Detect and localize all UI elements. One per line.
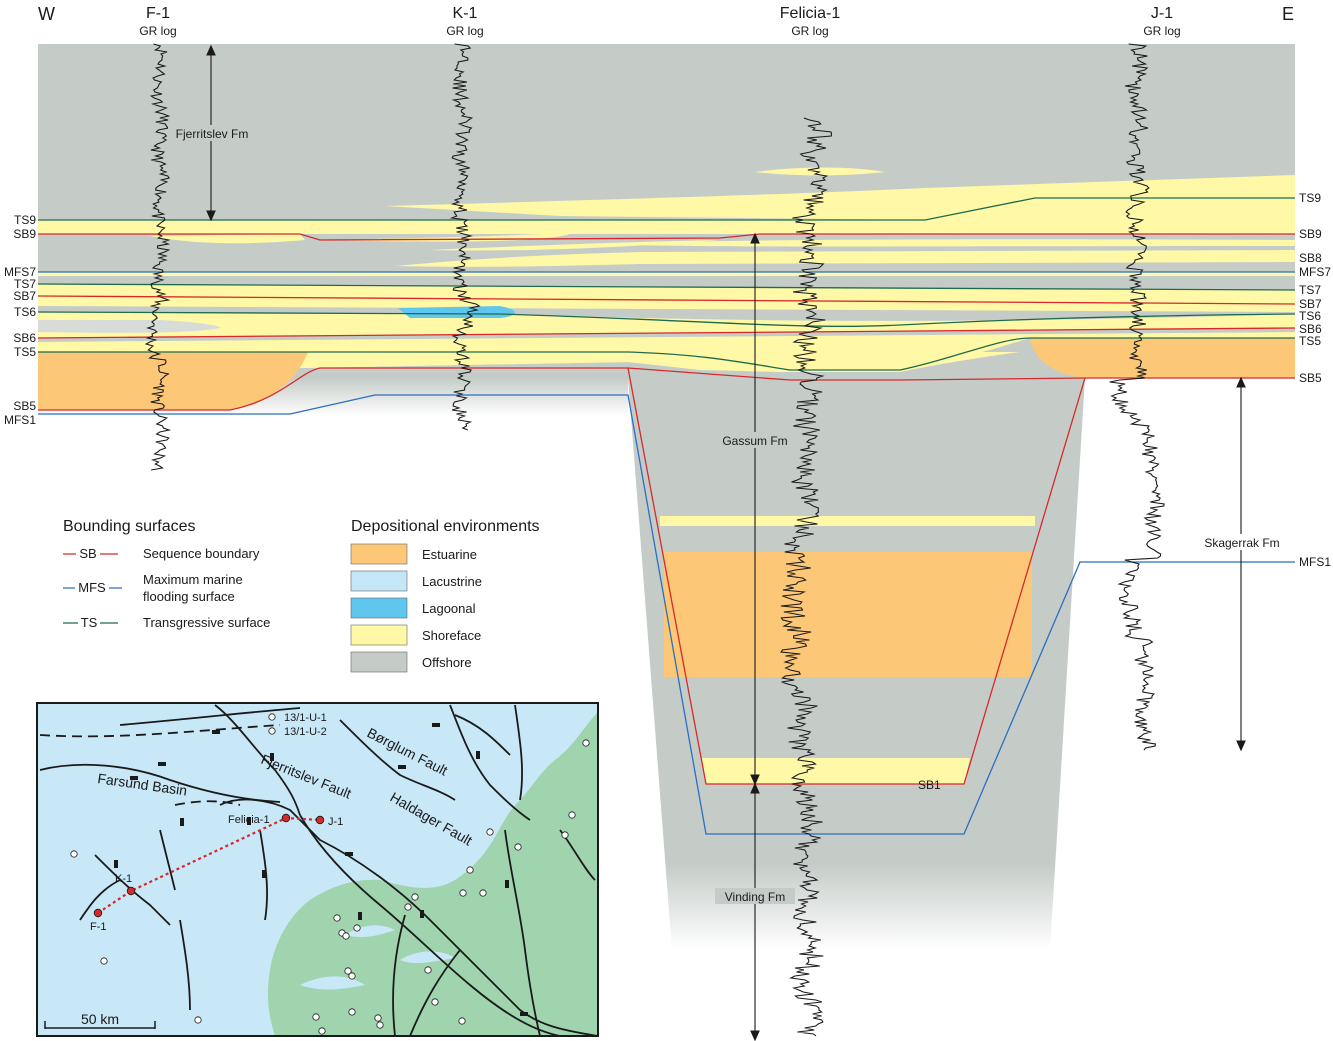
legend-label-ts: Transgressive surface bbox=[143, 615, 270, 630]
surface-label-left: MFS7 bbox=[4, 265, 36, 279]
surface-label-left: TS7 bbox=[14, 277, 36, 291]
legend-env-lagoonal: Lagoonal bbox=[422, 601, 476, 616]
surface-label-right: SB6 bbox=[1299, 322, 1322, 336]
legend-label-mfs-2: flooding surface bbox=[143, 589, 235, 604]
legend-label-sb: Sequence boundary bbox=[143, 546, 260, 561]
well-name-k1: K-1 bbox=[453, 5, 478, 22]
gr-log-j1 bbox=[1109, 43, 1165, 751]
formation-arrows bbox=[206, 44, 1246, 1041]
formation-labels: Fjerritslev Fm Gassum Fm Vinding Fm Skag… bbox=[168, 125, 1288, 904]
gr-log-k1 bbox=[449, 43, 481, 431]
legend-code-mfs: MFS bbox=[78, 580, 106, 595]
map-label-well-u1: 13/1-U-1 bbox=[284, 712, 327, 724]
swatch-estuarine bbox=[350, 543, 408, 565]
surface-label-right: MFS7 bbox=[1299, 265, 1331, 279]
map-label-well-u2: 13/1-U-2 bbox=[284, 726, 327, 738]
legend-label-mfs-1: Maximum marine bbox=[143, 572, 243, 587]
surface-label-left: MFS1 bbox=[4, 413, 36, 427]
map-label-k1: K-1 bbox=[115, 873, 132, 885]
legend-code-ts: TS bbox=[81, 615, 98, 630]
well-log-k1: GR log bbox=[446, 24, 483, 38]
surface-label-right: SB8 bbox=[1299, 251, 1322, 265]
label-skagerrak-fm: Skagerrak Fm bbox=[1204, 536, 1279, 550]
map-land bbox=[267, 712, 598, 1036]
label-fjerritslev-fm: Fjerritslev Fm bbox=[176, 127, 249, 141]
surface-label-right: TS5 bbox=[1299, 334, 1321, 348]
swatch-lagoonal bbox=[350, 597, 408, 619]
direction-east: E bbox=[1282, 4, 1294, 24]
inset-map: Farsund Basin Fjerritslev Fault Børglum … bbox=[36, 702, 599, 1037]
label-gassum-fm: Gassum Fm bbox=[722, 434, 787, 448]
map-label-f1: F-1 bbox=[90, 921, 107, 933]
section-header: W E F-1 GR log K-1 GR log Felicia-1 GR l… bbox=[38, 4, 1294, 38]
map-label-j1: J-1 bbox=[328, 816, 343, 828]
direction-west: W bbox=[38, 4, 55, 24]
legend-env-lacustrine: Lacustrine bbox=[422, 574, 482, 589]
surface-label-right: SB9 bbox=[1299, 227, 1322, 241]
map-correlation-route bbox=[97, 816, 321, 914]
well-name-j1: J-1 bbox=[1151, 5, 1173, 22]
bounding-surfaces bbox=[37, 197, 1296, 835]
offshore-tongue bbox=[38, 320, 221, 333]
map-scale-label: 50 km bbox=[81, 1011, 119, 1027]
gr-log-f1 bbox=[144, 43, 172, 471]
well-log-j1: GR log bbox=[1143, 24, 1180, 38]
legend-depositional-environments: Depositional environments Estuarine Lacu… bbox=[350, 518, 540, 673]
gr-logs bbox=[144, 43, 1165, 1037]
surface-label-right: MFS1 bbox=[1299, 555, 1331, 569]
surface-label-sb1: SB1 bbox=[918, 778, 941, 792]
surface-label-left: SB5 bbox=[13, 399, 36, 413]
surface-label-right: SB7 bbox=[1299, 297, 1322, 311]
well-name-felicia-1: Felicia-1 bbox=[780, 5, 841, 22]
surface-labels-right: TS9 SB9 SB8 MFS7 TS7 SB7 TS6 SB6 TS5 SB5… bbox=[918, 191, 1331, 792]
legend-env-estuarine: Estuarine bbox=[422, 547, 477, 562]
surface-label-left: TS6 bbox=[14, 305, 36, 319]
label-vinding-fm: Vinding Fm bbox=[725, 890, 785, 904]
surface-label-right: TS6 bbox=[1299, 309, 1321, 323]
well-log-f1: GR log bbox=[139, 24, 176, 38]
lagoonal-body bbox=[398, 306, 515, 318]
map-label-felicia-1: Felicia-1 bbox=[228, 814, 270, 826]
surface-label-left: TS5 bbox=[14, 345, 36, 359]
legend-bounding-title: Bounding surfaces bbox=[63, 518, 196, 535]
swatch-lacustrine bbox=[350, 570, 408, 592]
surface-label-right: SB5 bbox=[1299, 371, 1322, 385]
legend-env-title: Depositional environments bbox=[351, 518, 540, 535]
gr-log-felicia-1 bbox=[780, 117, 833, 1037]
surface-label-left: SB9 bbox=[13, 227, 36, 241]
legend-bounding-surfaces: Bounding surfaces SB Sequence boundary M… bbox=[63, 518, 270, 631]
swatch-offshore bbox=[350, 651, 408, 673]
legend-env-offshore: Offshore bbox=[422, 655, 472, 670]
well-name-f1: F-1 bbox=[146, 5, 170, 22]
surface-label-left: TS9 bbox=[14, 213, 36, 227]
surface-labels-left: TS9 SB9 MFS7 TS7 SB7 TS6 SB6 TS5 SB5 MFS… bbox=[4, 213, 36, 427]
map-scale-bar: 50 km bbox=[44, 1011, 156, 1029]
swatch-shoreface bbox=[350, 624, 408, 646]
estuarine-bodies bbox=[38, 338, 1295, 677]
well-log-felicia-1: GR log bbox=[791, 24, 828, 38]
surface-label-right: TS7 bbox=[1299, 283, 1321, 297]
surface-label-left: SB6 bbox=[13, 331, 36, 345]
surface-label-left: SB7 bbox=[13, 289, 36, 303]
surface-label-right: TS9 bbox=[1299, 191, 1321, 205]
legend-code-sb: SB bbox=[79, 546, 96, 561]
legend-env-shoreface: Shoreface bbox=[422, 628, 481, 643]
